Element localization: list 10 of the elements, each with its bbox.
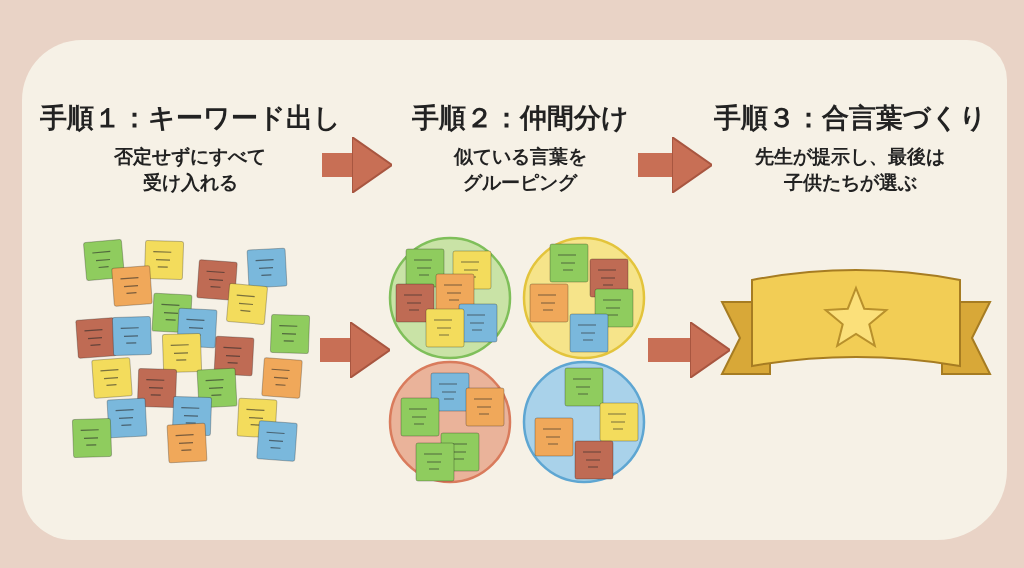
step-heading: 手順２：仲間分け	[411, 101, 629, 135]
step-heading: 手順１：キーワード出し	[40, 101, 341, 135]
step-description: 似ている言葉をグルーピング	[452, 144, 588, 195]
step-description: 否定せずにすべて受け入れる	[113, 144, 267, 195]
step-description: 先生が提示し、最後は子供たちが選ぶ	[754, 144, 946, 195]
arrow	[320, 321, 391, 379]
step-heading: 手順３：合言葉づくり	[713, 101, 987, 135]
arrow	[648, 321, 731, 379]
arrow	[638, 136, 713, 194]
arrow	[322, 136, 393, 194]
